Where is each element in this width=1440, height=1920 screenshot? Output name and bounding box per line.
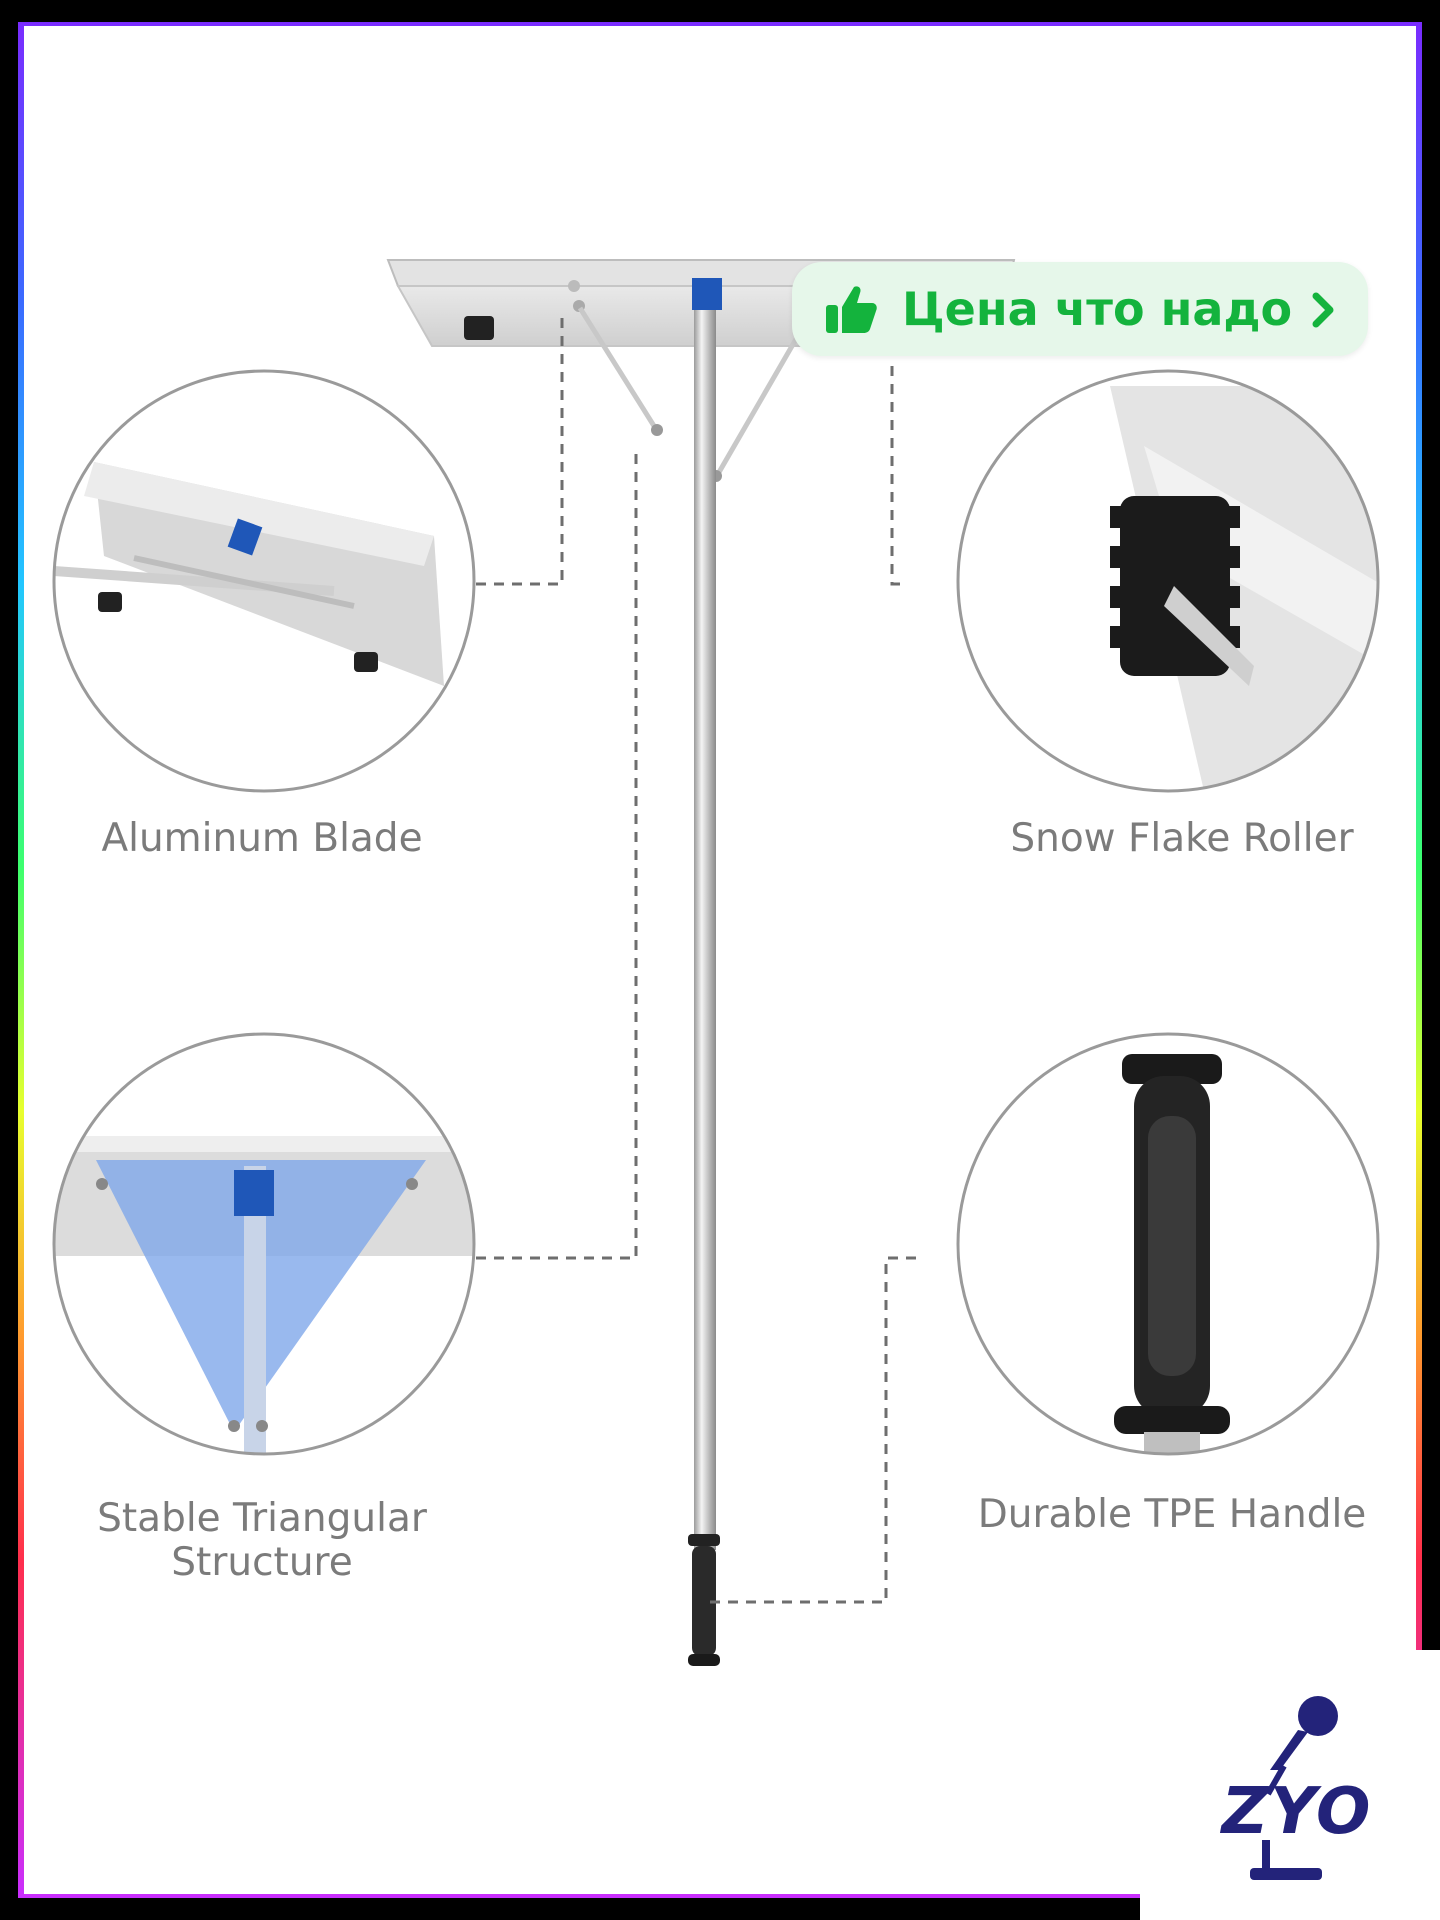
blade-detail-circle	[52, 369, 476, 793]
handle-detail-circle	[956, 1032, 1380, 1456]
label-snow-flake-roller: Snow Flake Roller	[1010, 816, 1354, 861]
rake-grip	[688, 1534, 720, 1666]
thumbs-up-icon	[826, 286, 877, 333]
label-durable-tpe-handle: Durable TPE Handle	[977, 1492, 1367, 1537]
price-badge[interactable]: Цена что надо	[792, 262, 1368, 356]
callout-lines	[476, 316, 924, 1604]
rake-pole	[694, 310, 716, 1550]
zyo-logo	[1250, 1696, 1338, 1880]
logo-text: ZYO	[1221, 1775, 1373, 1849]
roller-detail-circle	[956, 369, 1380, 793]
structure-detail-circle	[52, 1032, 476, 1456]
price-badge-text: Цена что надо	[902, 282, 1293, 336]
label-structure: Structure	[171, 1540, 353, 1585]
label-aluminum-blade: Aluminum Blade	[101, 816, 423, 861]
chevron-right-icon	[1312, 292, 1334, 328]
label-stable-triangular: Stable Triangular	[97, 1496, 427, 1541]
